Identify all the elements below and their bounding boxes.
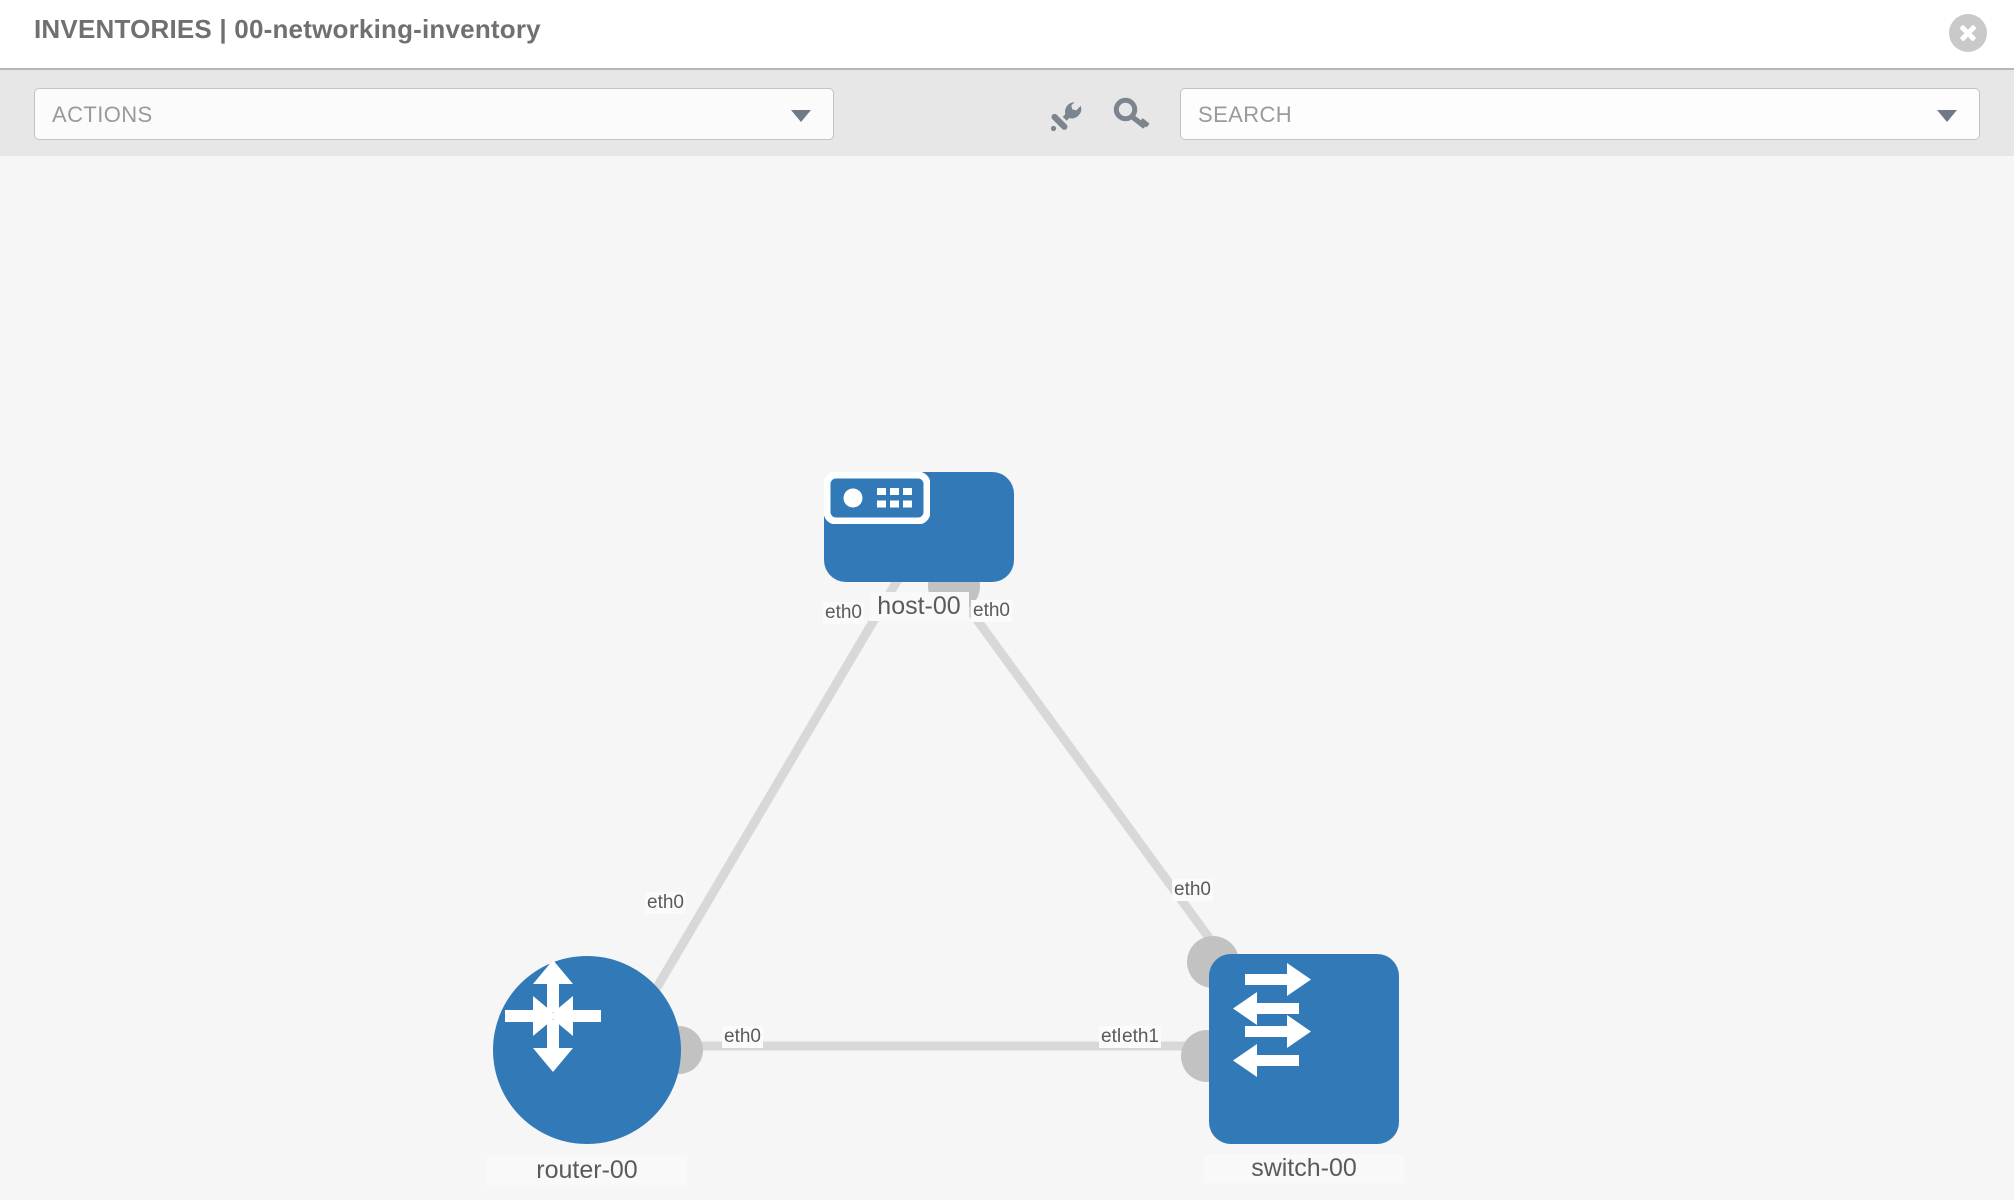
node-switch-shape[interactable] <box>1209 954 1399 1144</box>
interface-label-switch-up: eth0 <box>1172 879 1213 901</box>
node-switch-00[interactable]: switch-00 <box>1181 936 1404 1183</box>
actions-dropdown[interactable]: ACTIONS <box>34 88 834 140</box>
chevron-down-icon <box>1937 110 1957 122</box>
topology-links <box>636 573 1219 1051</box>
topology-graph: eth0 host-00 eth0 <box>0 156 2014 1200</box>
node-host-shape[interactable] <box>824 472 1014 582</box>
close-icon[interactable] <box>1949 14 1987 52</box>
topology-canvas[interactable]: eth0 host-00 eth0 <box>0 156 2014 1200</box>
page-header: INVENTORIES | 00-networking-inventory <box>0 0 2014 70</box>
switch-arrows-icon <box>1233 963 1311 1077</box>
interface-label-host-right: eth0 <box>971 600 1012 622</box>
link-router-host <box>636 573 904 1019</box>
node-host-00[interactable]: eth0 host-00 eth0 <box>823 472 1014 624</box>
wrench-icon[interactable] <box>1046 96 1086 136</box>
chevron-down-icon <box>791 110 811 122</box>
search-placeholder: SEARCH <box>1198 102 1293 127</box>
interface-label-router-up: eth0 <box>645 892 686 914</box>
toolbar: ACTIONS SEARCH <box>0 70 2014 156</box>
interface-label-host-left: eth0 <box>823 602 864 624</box>
interface-label-router-right: eth0 <box>722 1026 763 1048</box>
router-arrows-icon <box>505 960 601 1072</box>
node-label-switch-00: switch-00 <box>1204 1154 1404 1183</box>
search-input[interactable]: SEARCH <box>1180 88 1980 140</box>
node-label-host-00: host-00 <box>869 592 969 621</box>
page-title: INVENTORIES | 00-networking-inventory <box>34 14 541 44</box>
link-host-switch <box>941 573 1219 949</box>
node-router-00[interactable]: router-00 <box>487 956 703 1185</box>
node-router-shape[interactable] <box>493 956 681 1144</box>
node-label-router-00: router-00 <box>487 1156 687 1185</box>
actions-dropdown-label: ACTIONS <box>52 102 153 127</box>
interface-label-switch-left-over: eth1 <box>1120 1026 1161 1048</box>
key-icon[interactable] <box>1112 96 1152 136</box>
server-icon <box>824 472 930 524</box>
